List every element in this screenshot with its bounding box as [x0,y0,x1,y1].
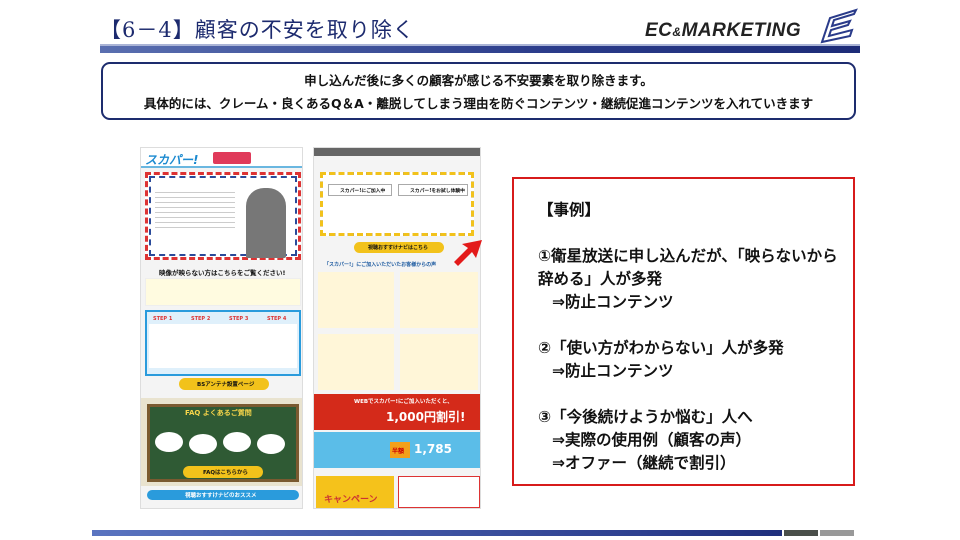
antenna-button: BSアンテナ設置ページ [197,382,255,388]
case-3-problem: ③「今後続けようか悩む」人へ [538,408,753,426]
footer-rule-grey [820,530,854,536]
case-3-solution-1: ⇒実際の使用例（顧客の声） [552,431,751,449]
left-page-screenshot: スカパー! 映像が映らない方はこちらをご覧ください! STEP 1 STEP 2… [140,147,303,509]
step-3: STEP 3 [229,316,249,322]
logo-text: EC [645,20,673,41]
logo-amp: & [672,25,682,39]
summary-box: 申し込んだ後に多くの顧客が感じる不安要素を取り除きます。 具体的には、クレーム・… [101,62,856,120]
case-2-solution: ⇒防止コンテンツ [552,362,674,380]
faq-title: FAQ よくあるご質問 [185,409,252,417]
logo-mark-icon [820,8,858,44]
case-1-solution: ⇒防止コンテンツ [552,293,674,311]
step-1: STEP 1 [153,316,173,322]
logo-text2: MARKETING [681,20,802,41]
notice-heading: 映像が映らない方はこちらをご覧ください! [159,269,286,277]
slide-title: 【6－4】顧客の不安を取り除く [100,18,415,42]
case-study-box: 【事例】 ①衛星放送に申し込んだが、「映らないから辞める」人が多発 ⇒防止コンテ… [512,177,855,486]
faq-button: FAQはこちらから [203,470,249,476]
campaign-banner: キャンペーン [324,495,378,505]
case-3-solution-2: ⇒オファー（継続で割引） [552,454,736,472]
option-trial: スカパー!をお試し体験中 [410,189,465,194]
header-rule-light [100,44,860,46]
case-heading: 【事例】 [538,201,601,219]
footer-rule [92,530,782,536]
offer-amount: 1,000円割引! [386,410,466,424]
voices-title: 「スカパー!」にご加入いただいたお客様からの声 [324,262,437,268]
step-2: STEP 2 [191,316,211,322]
recommend-bar: 視聴おすすけナビのおススメ [185,493,257,499]
half-price-amount: 1,785 [414,442,452,456]
case-1-problem: ①衛星放送に申し込んだが、「映らないから辞める」人が多発 [538,247,838,288]
offer-web: WEBでスカパー!にご加入いただくと、 [354,399,453,405]
summary-line-1: 申し込んだ後に多くの顧客が感じる不安要素を取り除きます。 [304,73,653,88]
summary-line-2: 具体的には、クレーム・良くあるQ＆A・離脱してしまう理由を防ぐコンテンツ・継続促… [143,96,814,111]
header-rule [100,46,860,53]
red-arrow-icon [454,240,482,266]
navi-button: 視聴おすすけナビはこちら [368,245,429,251]
half-price-badge: 半額 [392,448,405,455]
logo: EC&MARKETING [645,20,801,42]
option-subscribed: スカパー!にご加入中 [340,189,386,194]
footer-rule-dark [784,530,818,536]
case-2-problem: ②「使い方がわからない」人が多発 [538,339,784,357]
brand-logo: スカパー! [145,153,199,167]
right-page-screenshot: スカパー!にご加入中 スカパー!をお試し体験中 視聴おすすけナビはこちら 「スカ… [313,147,481,509]
step-4: STEP 4 [267,316,287,322]
